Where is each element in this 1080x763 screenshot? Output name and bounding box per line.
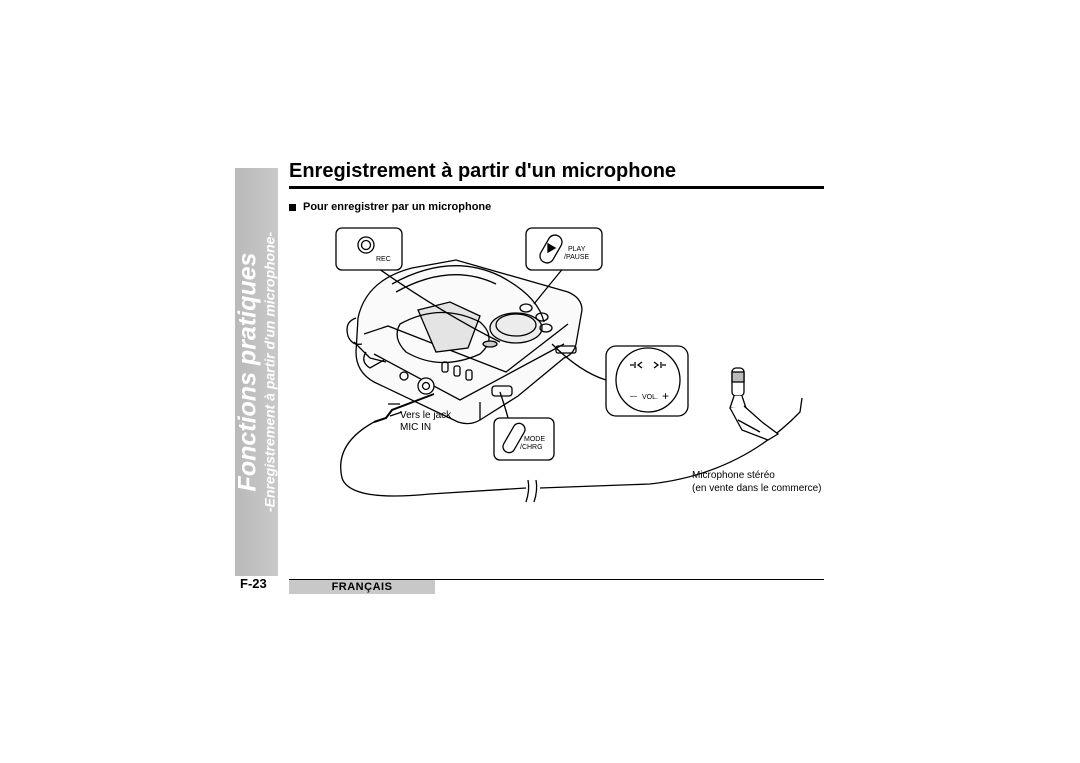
page-title: Enregistrement à partir d'un microphone [289, 160, 677, 182]
vol-minus: — [630, 393, 637, 400]
section-sidebar [235, 168, 278, 576]
square-bullet-icon [289, 203, 296, 211]
illustration: REC PLAY /PAUSE — VOL. + MODE /CHRG Vers… [330, 222, 830, 532]
section-title: Fonctions pratiques [233, 252, 262, 492]
jack-label-1: Vers le jack [400, 410, 452, 421]
title-divider [289, 186, 824, 189]
bullet-heading: Pour enregistrer par un microphone [289, 201, 491, 213]
vol-plus: + [662, 389, 670, 403]
footer-divider [289, 579, 824, 580]
mic-label-1: Microphone stéréo [692, 470, 775, 481]
jack-label-2: MIC IN [400, 422, 432, 433]
rec-label: REC [376, 256, 391, 263]
chrg-label: /CHRG [520, 444, 543, 451]
device-illustration [335, 227, 803, 503]
bullet-heading-text: Pour enregistrer par un microphone [303, 201, 492, 213]
language-tab: FRANÇAIS [289, 580, 435, 594]
vol-label: VOL. [642, 394, 658, 401]
pause-label: /PAUSE [564, 254, 590, 261]
page-number: F-23 [240, 576, 267, 591]
mic-label-2: (en vente dans le commerce) [692, 483, 822, 494]
mode-label: MODE [524, 436, 545, 443]
play-label: PLAY [568, 246, 586, 253]
section-subtitle: -Enregistrement à partir d'un microphone… [261, 231, 278, 513]
